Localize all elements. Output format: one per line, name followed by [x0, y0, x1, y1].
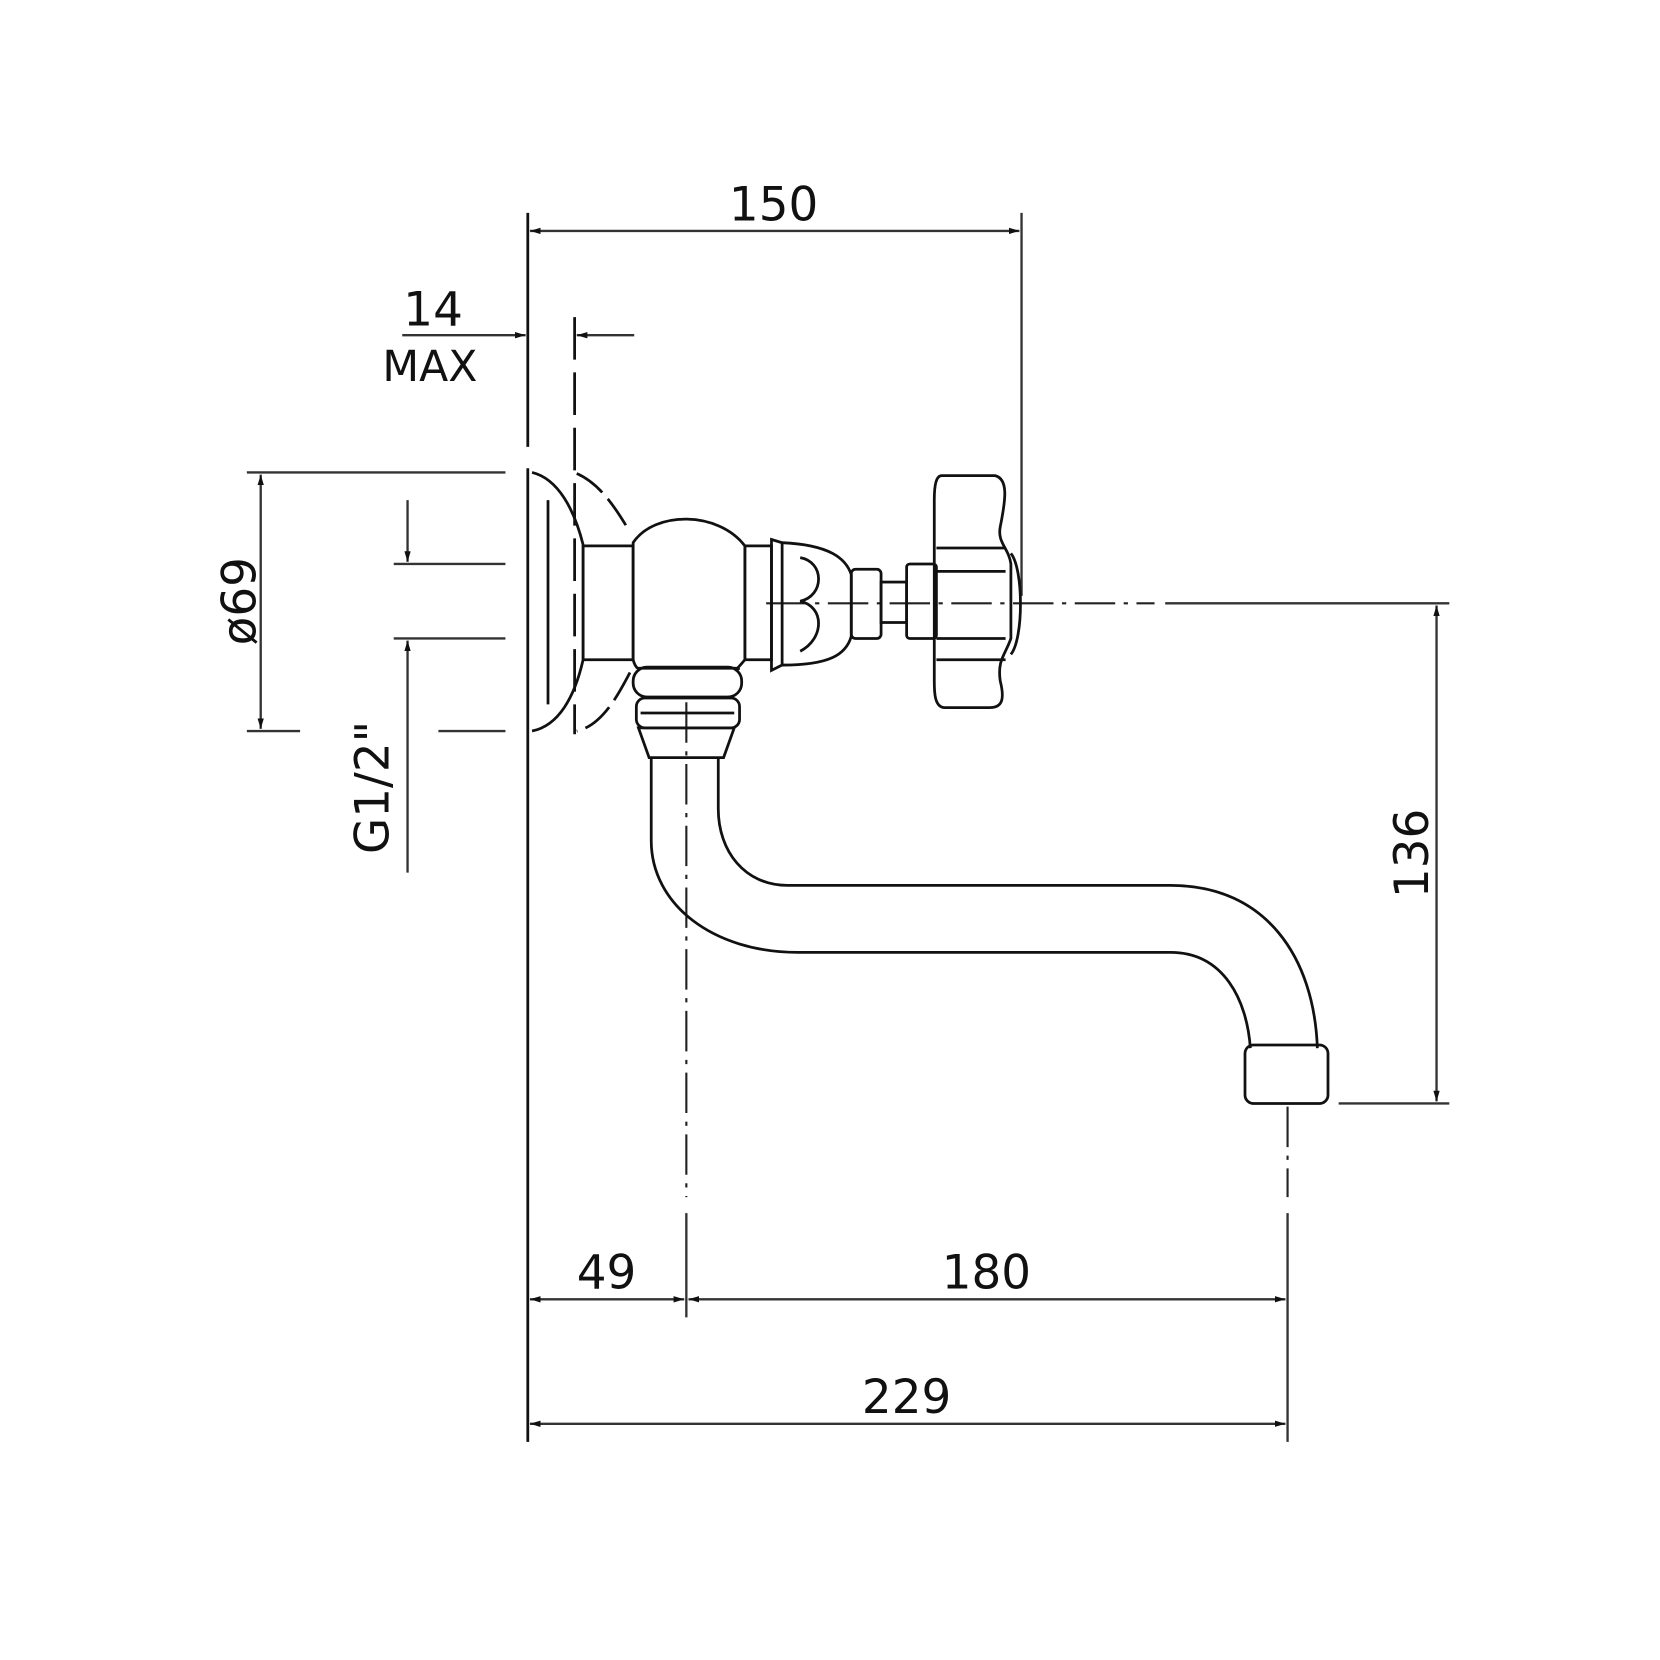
dim-label-150: 150	[729, 178, 818, 232]
dim-label-180: 180	[942, 1247, 1031, 1301]
dim-label-14: 14	[403, 284, 463, 338]
dimension-thread: G1/2"	[346, 500, 506, 873]
dim-label-max: MAX	[382, 342, 477, 392]
dim-label-49: 49	[577, 1247, 637, 1301]
dimension-overall-depth: 150	[529, 178, 1023, 596]
dim-label-136: 136	[1386, 809, 1440, 898]
faucet-body	[531, 471, 1330, 1105]
dim-label-229: 229	[862, 1371, 951, 1425]
dim-label-diameter: ø69	[213, 557, 267, 645]
dimension-flange-diameter: ø69	[213, 471, 506, 733]
wall-lines	[526, 212, 576, 1442]
dimension-horizontal: 49 180 229	[529, 1213, 1289, 1442]
dim-label-thread: G1/2"	[346, 721, 400, 854]
dimension-height: 136	[1165, 602, 1450, 1105]
center-lines	[685, 602, 1289, 1198]
dimension-wall-thickness: 14 MAX	[382, 284, 635, 392]
